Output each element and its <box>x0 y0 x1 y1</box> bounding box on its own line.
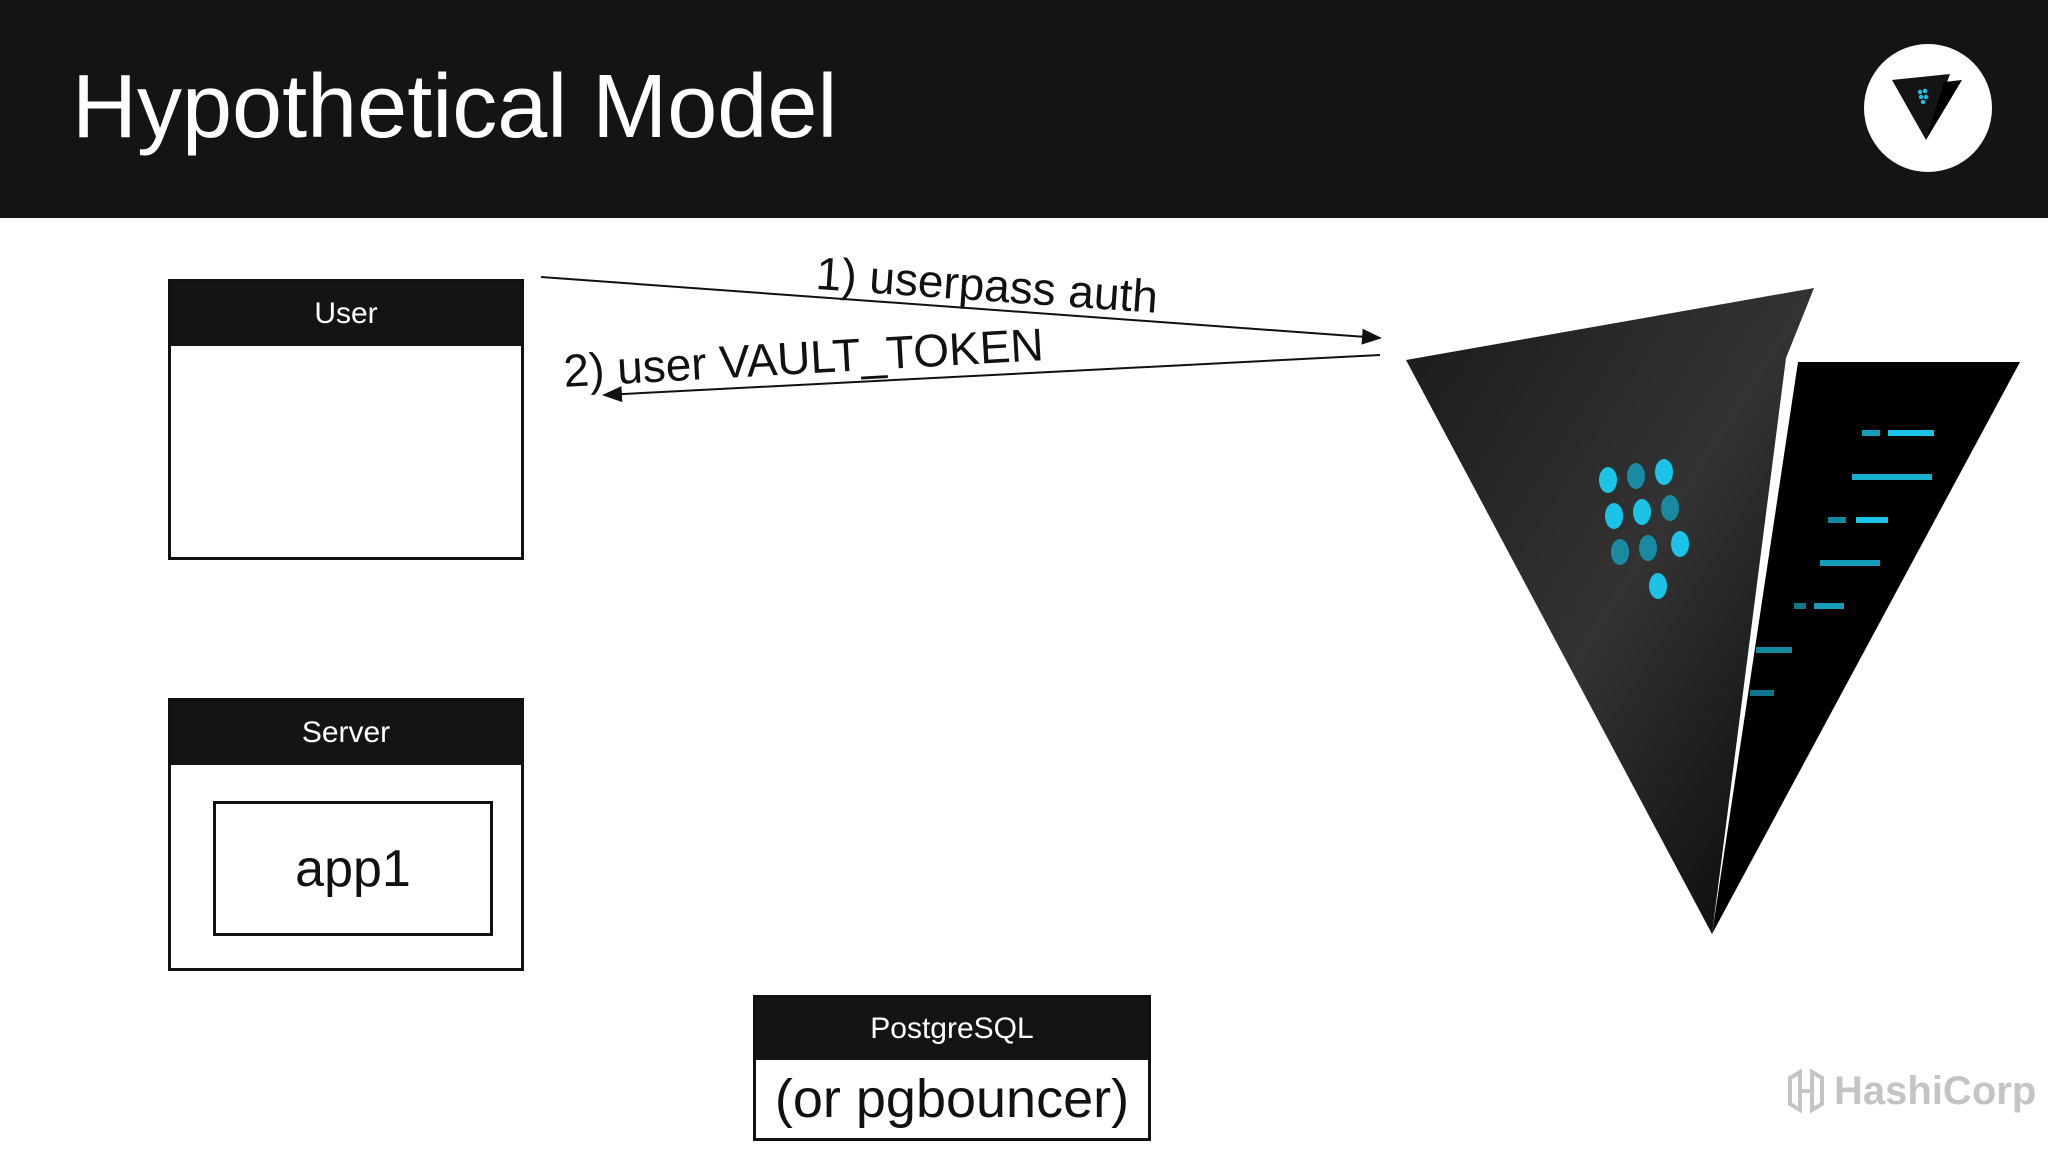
app1-node: app1 <box>213 801 493 936</box>
vault-logo-icon <box>1406 288 2020 934</box>
postgres-node: PostgreSQL (or pgbouncer) <box>753 995 1151 1141</box>
vault-badge-icon <box>1864 44 1992 172</box>
slide-header: Hypothetical Model <box>0 0 2048 218</box>
hashicorp-logo-icon <box>1788 1068 1824 1114</box>
postgres-node-label: PostgreSQL <box>756 998 1148 1060</box>
postgres-node-note: (or pgbouncer) <box>774 1069 1130 1129</box>
server-node-label: Server <box>171 701 521 765</box>
user-node: User <box>168 279 524 560</box>
user-node-label: User <box>171 282 521 346</box>
hashicorp-wordmark: HashiCorp <box>1834 1068 2037 1113</box>
edge-vault-token <box>602 354 1381 403</box>
slide-title: Hypothetical Model <box>72 57 838 157</box>
edge-userpass-auth <box>540 276 1382 345</box>
hashicorp-watermark: HashiCorp <box>1786 1068 2036 1114</box>
server-node: Server app1 <box>168 698 524 971</box>
